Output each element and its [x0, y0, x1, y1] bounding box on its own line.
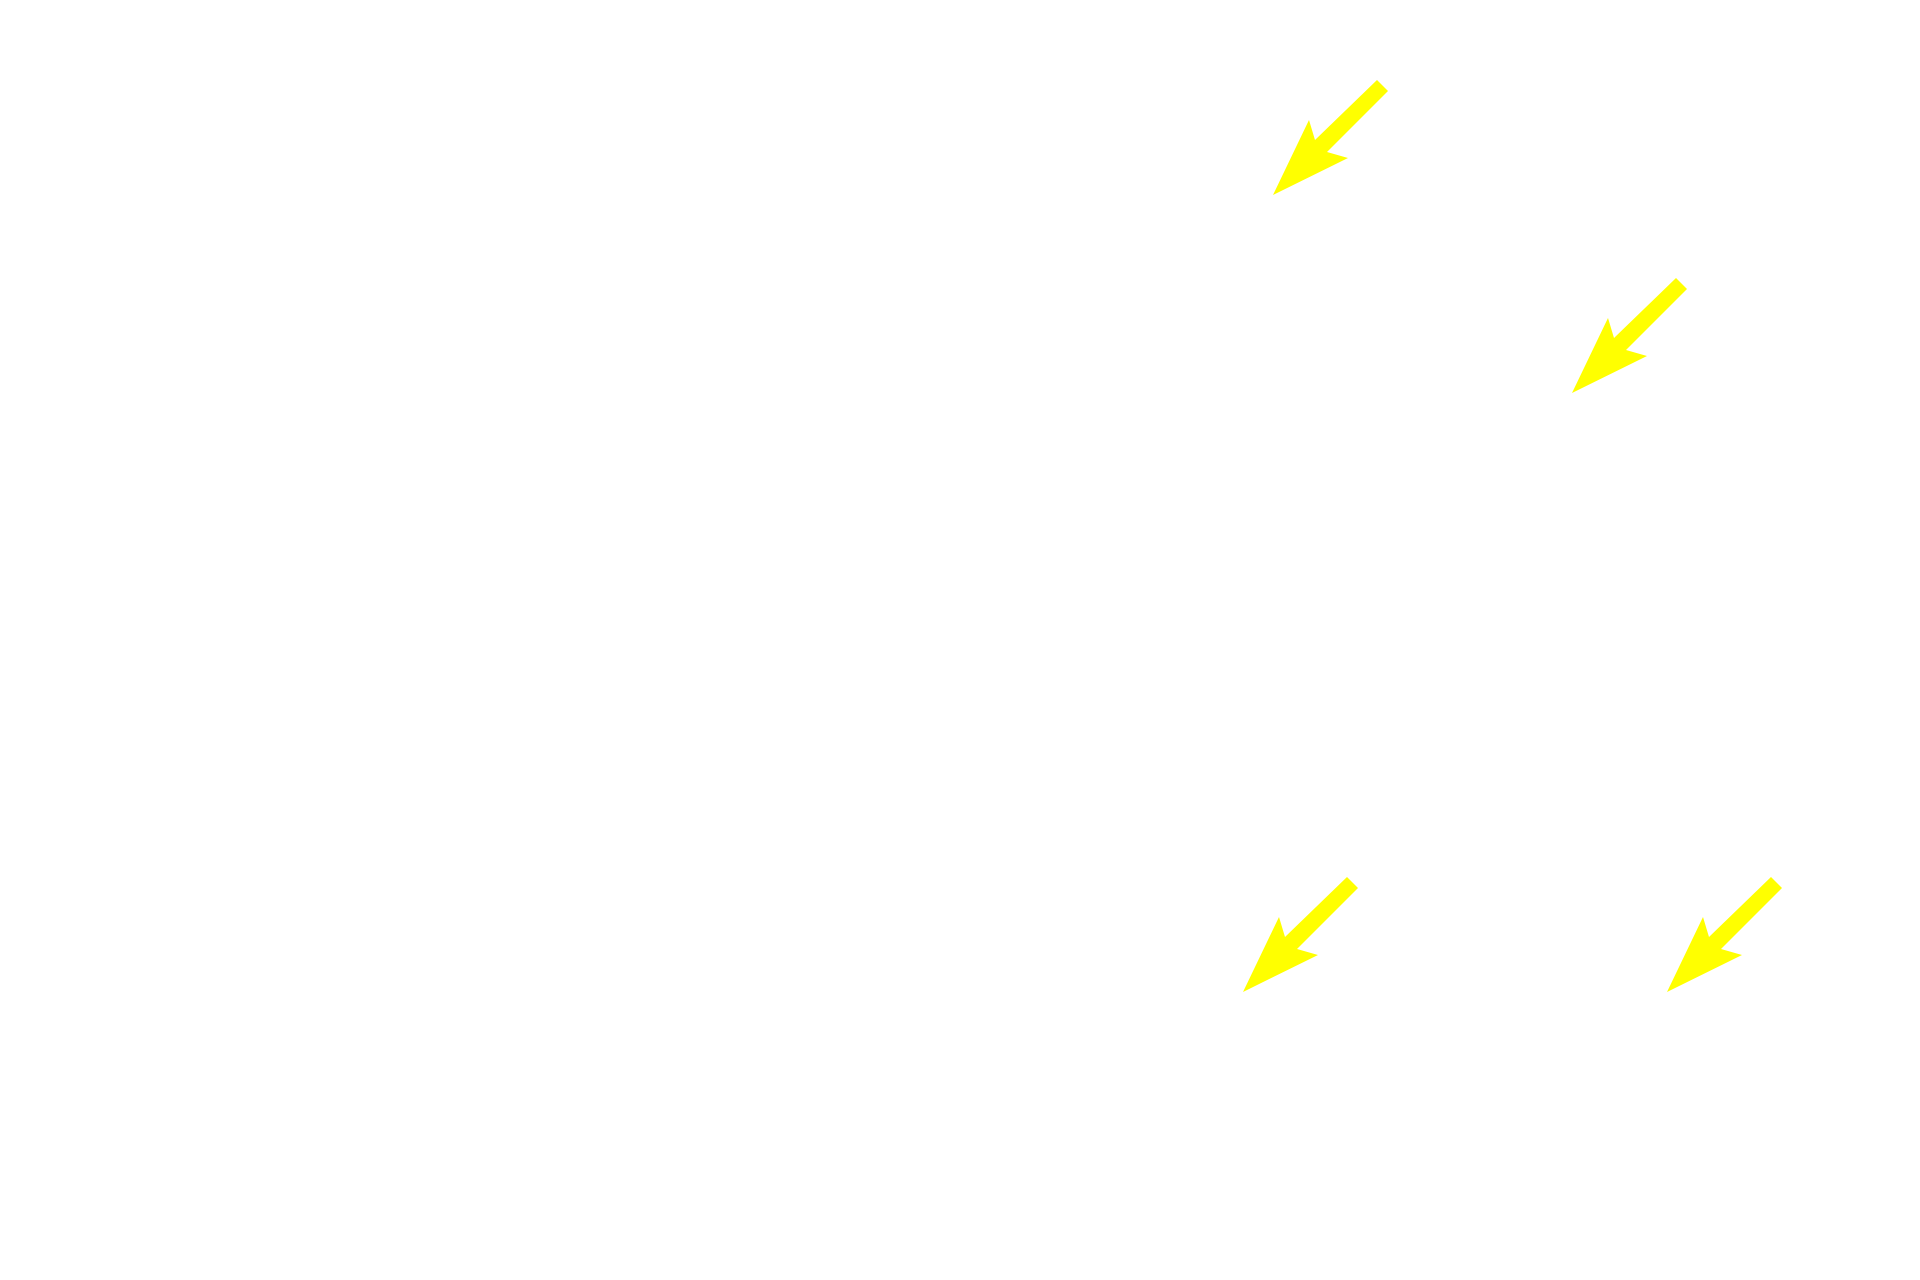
arrow-down-left-icon [1243, 877, 1358, 992]
arrow-down-left-icon [1572, 278, 1687, 393]
arrow-down-left-icon [1273, 80, 1388, 195]
arrow-down-left-icon [1667, 877, 1782, 992]
